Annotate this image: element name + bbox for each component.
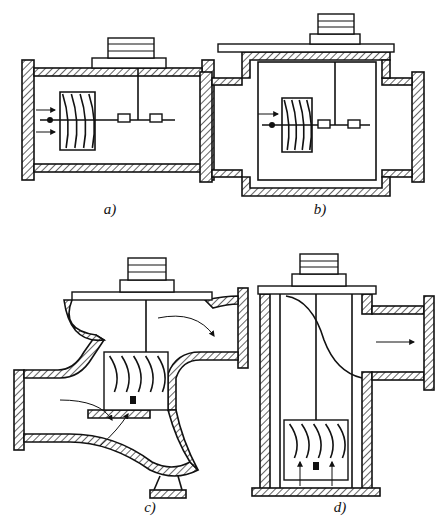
rotor-blade xyxy=(158,356,166,392)
rotor-blade xyxy=(80,94,85,148)
valve-body-meter-c xyxy=(14,258,248,498)
meter-b xyxy=(200,14,424,196)
rotor-blade xyxy=(307,100,312,150)
rotor-blade xyxy=(89,94,94,148)
vertical-meter-d xyxy=(252,254,434,496)
rotor-blade xyxy=(290,424,298,458)
rotor-blade xyxy=(299,100,304,150)
rotor-blade xyxy=(63,94,68,148)
rotor-blade xyxy=(110,356,118,392)
meter-a xyxy=(22,38,214,180)
rotor-blade xyxy=(284,100,289,150)
rotor-blade xyxy=(122,356,130,392)
rotor-blade xyxy=(71,94,76,148)
rotor-blade xyxy=(314,424,322,458)
figure-label: c) xyxy=(144,500,156,515)
rotor-blade xyxy=(292,100,297,150)
rotor-blade xyxy=(134,356,142,392)
rotor-blade xyxy=(326,424,334,458)
figure-label: a) xyxy=(104,202,117,217)
rotor-blade xyxy=(302,424,310,458)
figure-label: d) xyxy=(334,500,347,515)
rotor-blade xyxy=(338,424,346,458)
rotor-blade xyxy=(146,356,154,392)
figure-label: b) xyxy=(314,202,327,217)
